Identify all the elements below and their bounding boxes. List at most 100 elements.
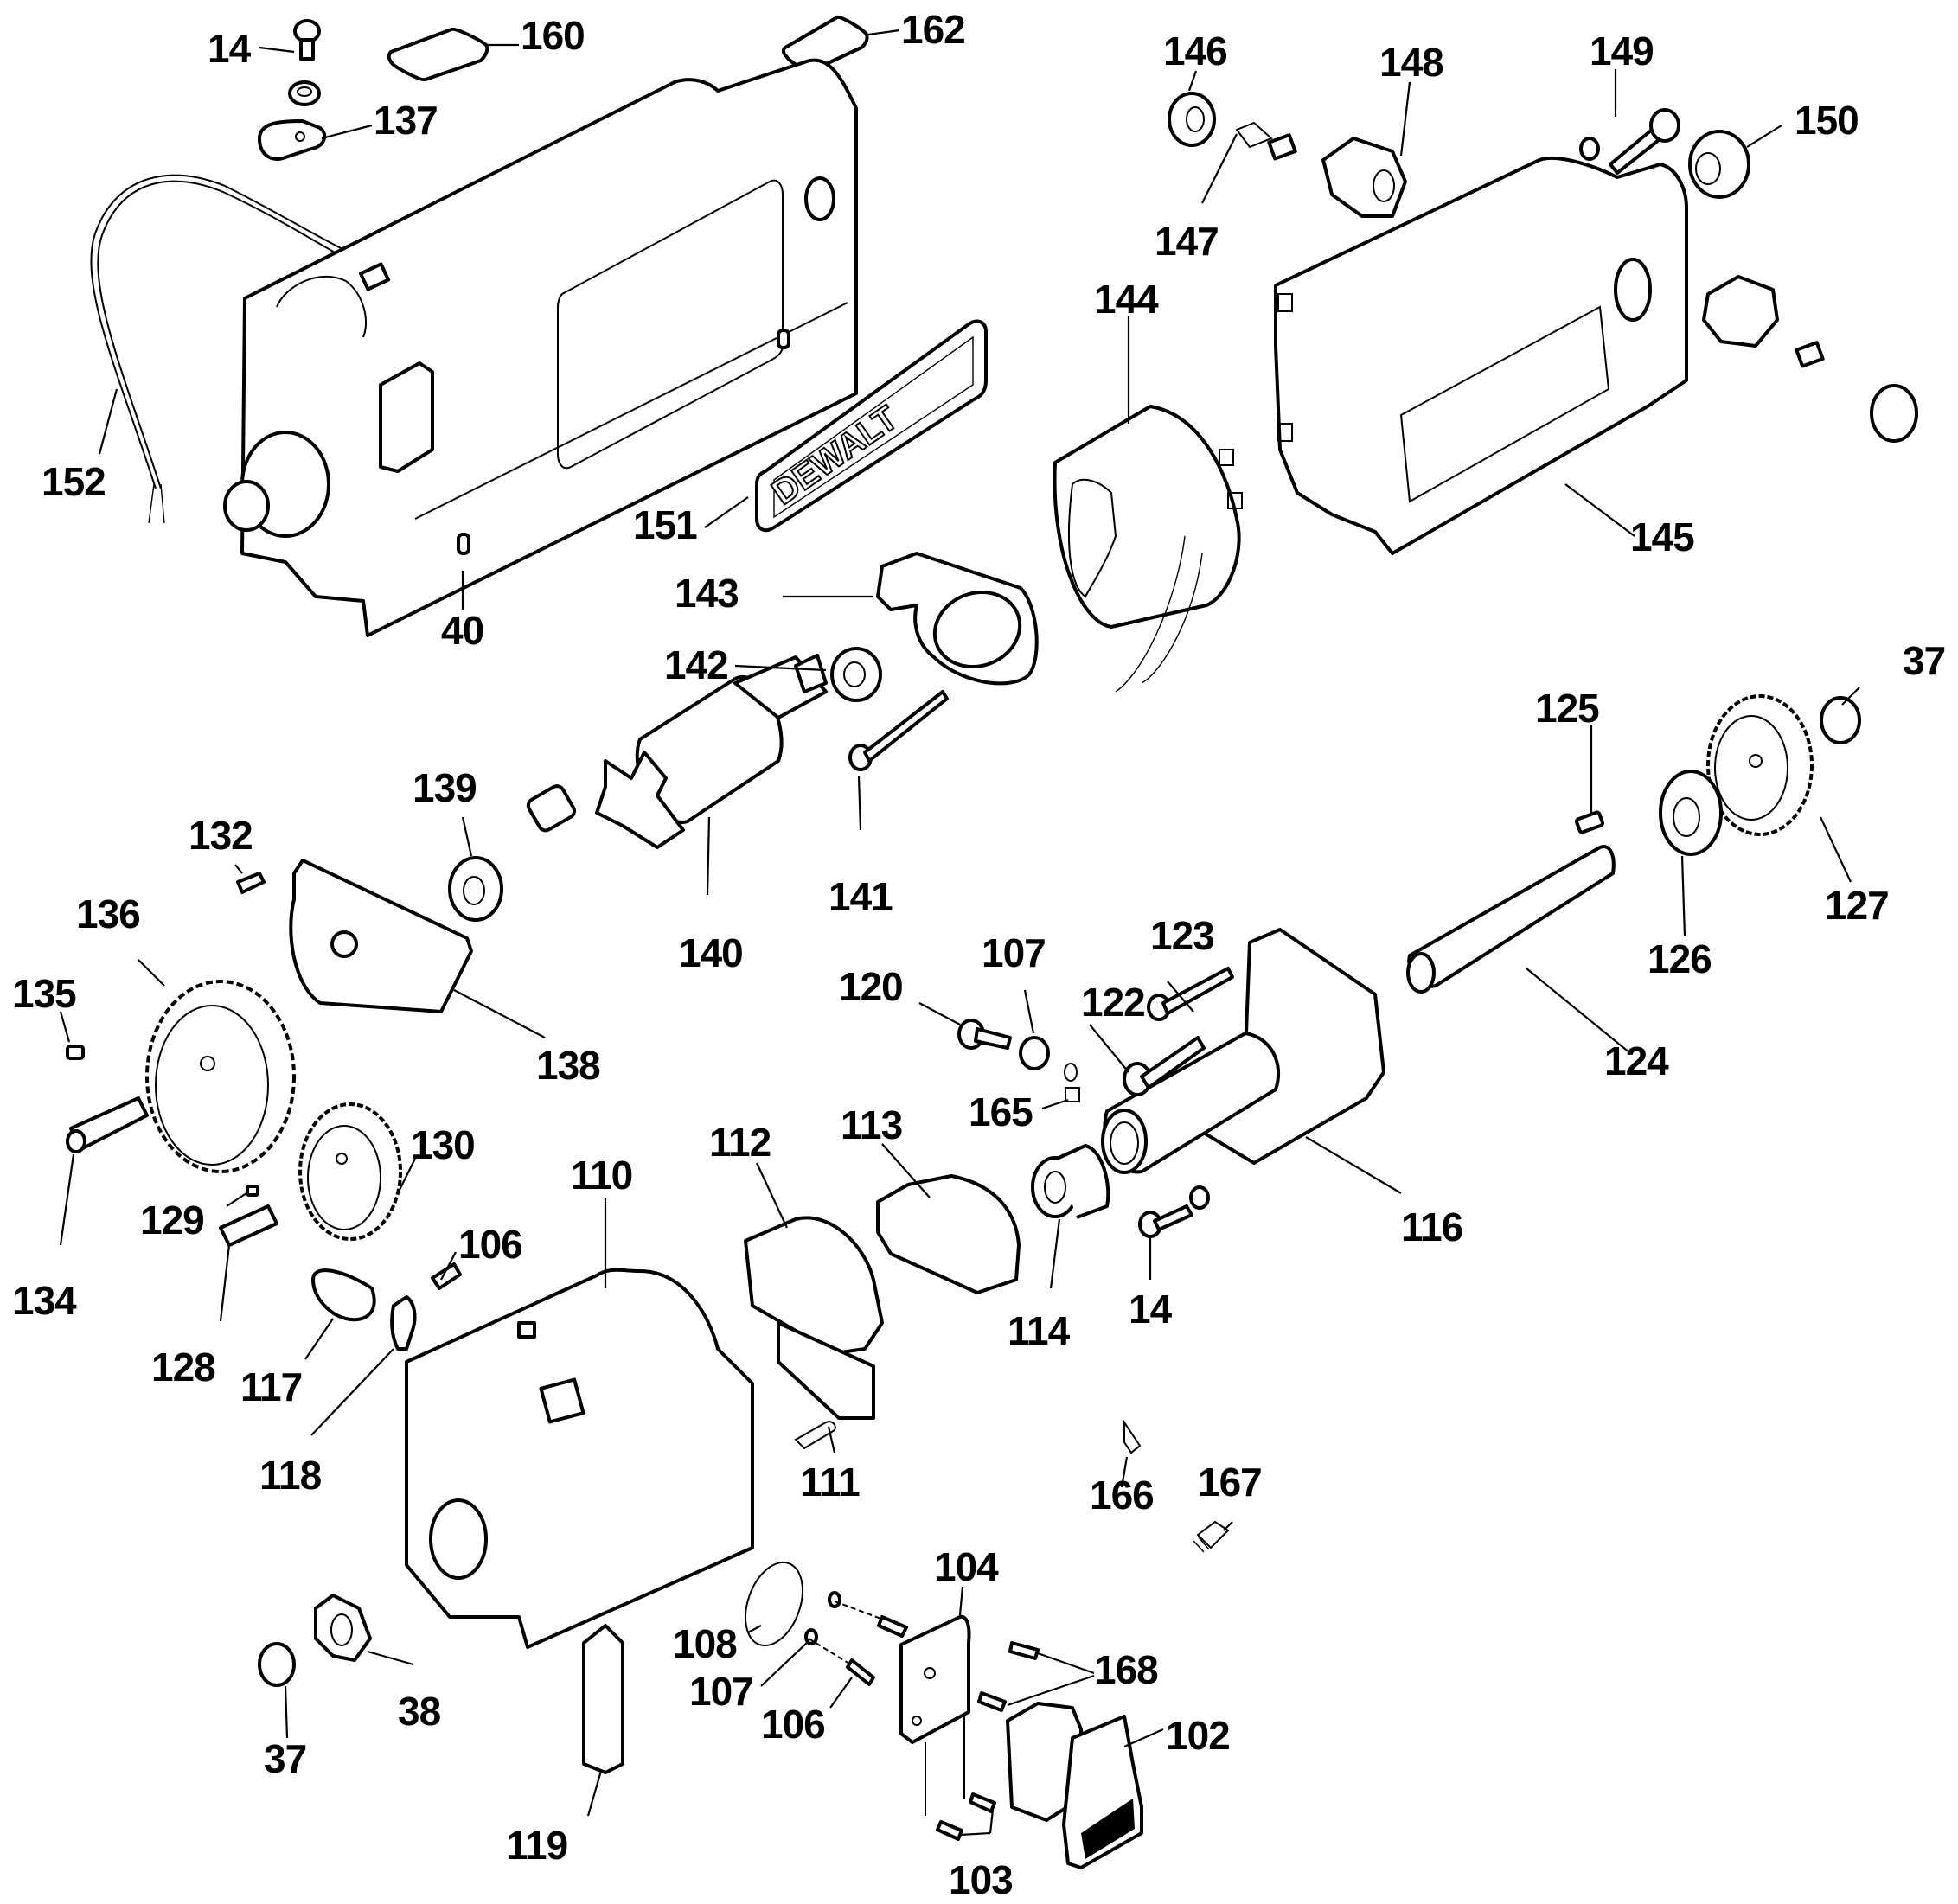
callout-128: 128: [151, 1345, 215, 1390]
callout-138: 138: [536, 1043, 600, 1088]
part-103-screws: [936, 1792, 996, 1841]
callout-38: 38: [398, 1689, 441, 1734]
callout-102: 102: [1166, 1713, 1230, 1758]
part-37-ring-top: [1820, 696, 1861, 744]
callout-144: 144: [1094, 277, 1159, 322]
part-111-terminal: [794, 1421, 836, 1450]
part-145-motor-housing: [1274, 156, 1688, 555]
part-143-baffle: [876, 552, 1039, 686]
part-139-bearing: [448, 856, 503, 922]
part-141-screw: [848, 690, 949, 771]
callout-147: 147: [1155, 219, 1219, 264]
part-126-bearing: [1659, 770, 1723, 856]
callout-123: 123: [1150, 913, 1214, 958]
part-140-armature: [526, 654, 828, 849]
part-152-cord: [90, 174, 347, 524]
callout-160: 160: [521, 13, 585, 58]
callout-146: 146: [1163, 29, 1227, 73]
part-149-screw: [1579, 108, 1680, 175]
callout-136: 136: [76, 891, 140, 936]
callout-141: 141: [829, 874, 893, 919]
callout-40: 40: [441, 608, 483, 653]
part-114-bearing: [1031, 1144, 1110, 1219]
part-117-bushing: [311, 1268, 376, 1322]
callout-103: 103: [949, 1857, 1013, 1902]
callout-104: 104: [934, 1544, 999, 1589]
part-107-washer-lower: [804, 1628, 818, 1645]
part-brush-holder-right: [1702, 275, 1918, 443]
callout-37-top: 37: [1903, 638, 1945, 683]
part-127-gear: [1706, 694, 1814, 836]
part-119-actuator: [582, 1624, 624, 1774]
part-144-field: [1053, 405, 1243, 693]
part-124-shaft: [1406, 845, 1616, 994]
part-132-screw: [236, 872, 266, 894]
part-102-switch: [1006, 1702, 1143, 1869]
callout-118: 118: [259, 1453, 322, 1498]
part-135-key: [66, 1045, 85, 1060]
callout-137: 137: [374, 98, 438, 143]
part-upper-housing: [223, 58, 858, 637]
callout-132: 132: [189, 813, 253, 858]
callout-107-top: 107: [982, 930, 1046, 975]
callout-168: 168: [1094, 1647, 1158, 1692]
callout-120: 120: [839, 964, 903, 1009]
callout-150: 150: [1795, 98, 1859, 143]
callout-117: 117: [240, 1364, 302, 1409]
callout-165: 165: [969, 1089, 1033, 1134]
leader-lines: [59, 29, 1860, 1837]
part-106-screw: [431, 1262, 462, 1290]
callout-14-top: 14: [208, 26, 252, 71]
part-166-connector: [1123, 1419, 1142, 1454]
part-120-screw: [957, 1019, 1012, 1050]
part-128-pinion: [219, 1204, 278, 1247]
callout-130: 130: [411, 1122, 475, 1167]
callout-122: 122: [1081, 980, 1145, 1025]
callout-111: 111: [800, 1460, 860, 1505]
part-118-clip: [390, 1295, 417, 1351]
part-112-bracket: [744, 1216, 884, 1420]
callout-152: 152: [42, 459, 106, 504]
callout-108: 108: [673, 1621, 737, 1666]
part-108-plate: [745, 1561, 803, 1647]
part-142-bearing: [830, 647, 882, 702]
callout-113: 113: [841, 1102, 902, 1147]
part-38-knob: [314, 1594, 372, 1662]
part-123-screw: [1147, 967, 1234, 1021]
callout-125: 125: [1535, 686, 1599, 731]
callout-37-bottom: 37: [264, 1736, 306, 1781]
callout-143: 143: [675, 571, 739, 616]
callout-134: 134: [12, 1278, 77, 1323]
part-168-screws: [977, 1641, 1040, 1712]
part-137-cord-clamp: [258, 119, 327, 161]
part-110-lower-housing: [405, 1268, 754, 1649]
callout-151: 151: [633, 502, 697, 547]
part-116-gear-housing: [1101, 928, 1385, 1174]
callout-124: 124: [1604, 1038, 1669, 1083]
callout-106-top: 106: [458, 1222, 522, 1267]
part-107-washer: [1019, 1036, 1050, 1070]
callout-112: 112: [709, 1120, 771, 1165]
callout-142: 142: [664, 642, 728, 687]
part-125-key: [1574, 810, 1605, 834]
callout-162: 162: [901, 7, 965, 52]
callout-14-lower: 14: [1129, 1287, 1173, 1332]
callout-127: 127: [1825, 883, 1889, 928]
part-136-gear: [145, 980, 296, 1173]
callout-107-lower: 107: [689, 1669, 753, 1714]
part-134-pinion: [66, 1096, 149, 1153]
callout-labels: 14 160 162 137 152 40 151 143 142 141 14…: [12, 7, 1946, 1902]
callout-140: 140: [679, 930, 743, 975]
part-106-screw-lower: [808, 1601, 908, 1686]
part-129-key: [246, 1185, 259, 1197]
callout-148: 148: [1379, 40, 1443, 85]
callout-116: 116: [1401, 1204, 1462, 1249]
callout-119: 119: [506, 1823, 567, 1868]
part-104-switch-bracket: [899, 1614, 971, 1816]
part-130-gear: [298, 1102, 402, 1241]
part-167-connector: [1193, 1520, 1230, 1553]
callout-135: 135: [12, 971, 76, 1016]
callout-106-lower: 106: [761, 1702, 825, 1747]
part-146-brush-cap: [1168, 92, 1216, 147]
